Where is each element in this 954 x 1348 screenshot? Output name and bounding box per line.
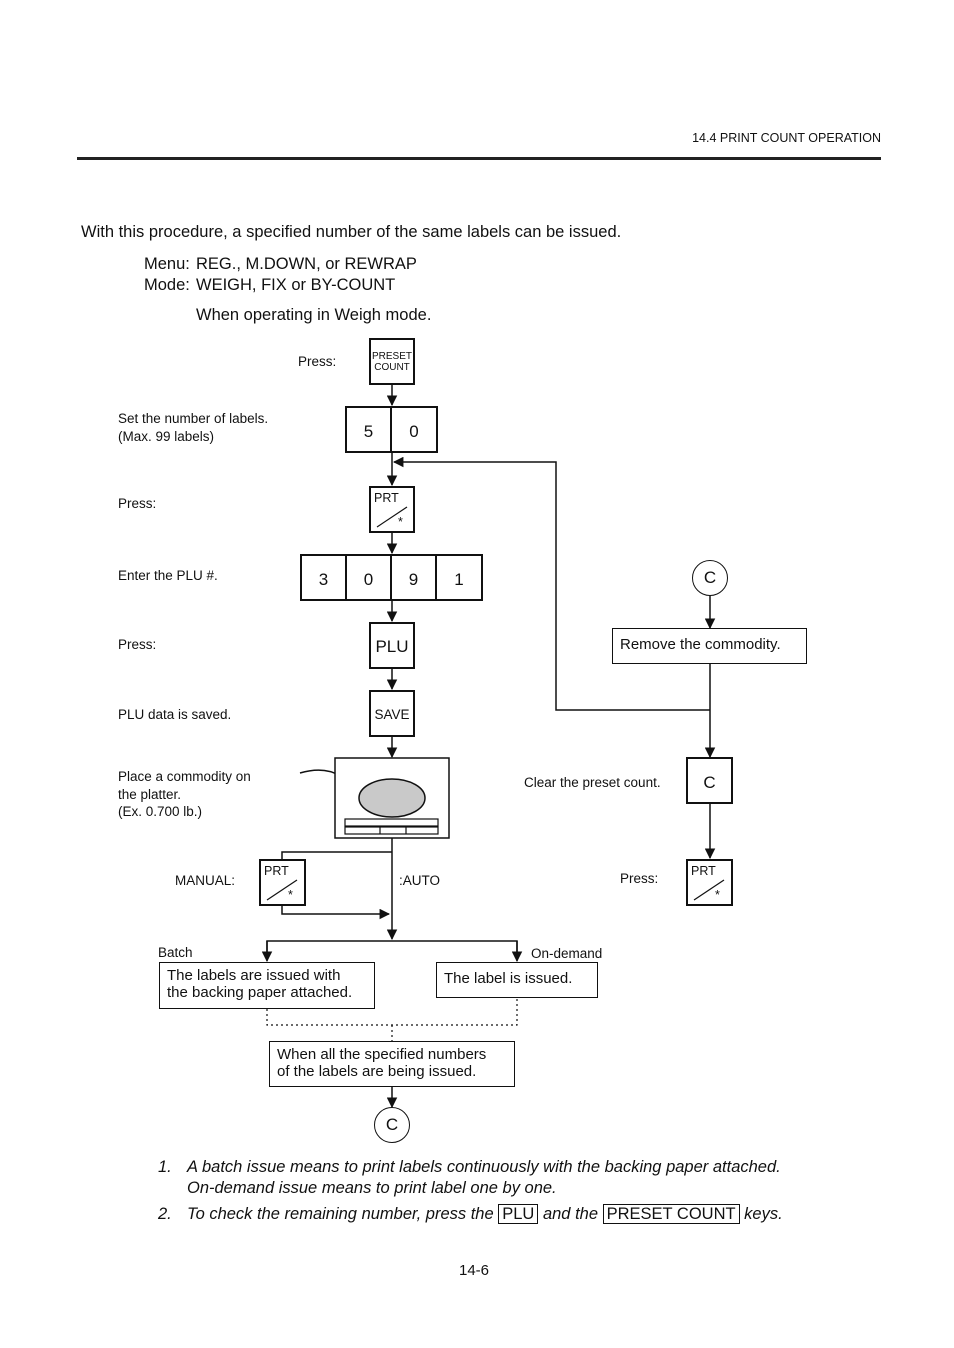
mode-value: WEIGH, FIX or BY-COUNT — [196, 276, 396, 294]
ondemand-label: On-demand — [531, 946, 603, 961]
batch-box-line1: The labels are issued with — [167, 967, 341, 984]
commodity-ellipse — [358, 778, 426, 818]
preset-key-line1: PRESET — [371, 351, 412, 362]
scale-icon — [334, 757, 450, 839]
remove-commodity-box: Remove the commodity. — [612, 628, 807, 664]
count-digit-key: 5 — [345, 406, 392, 453]
plu-digit-2: 0 — [363, 570, 374, 589]
loop-back-arrow — [392, 456, 710, 711]
batch-label: Batch — [158, 945, 193, 960]
section-header: 14.4 PRINT COUNT OPERATION — [692, 131, 881, 145]
prt-key-label: PRT — [374, 491, 399, 505]
final-box: When all the specified numbers of the la… — [269, 1041, 515, 1087]
note-2-number: 2. — [158, 1205, 172, 1223]
batch-box: The labels are issued with the backing p… — [159, 962, 375, 1009]
press-prt-right-label: Press: — [620, 871, 659, 886]
preset-key-line2: COUNT — [374, 362, 410, 373]
menu-line: Menu: REG., M.DOWN, or REWRAP — [144, 255, 417, 274]
intro-text: With this procedure, a specified number … — [81, 223, 622, 241]
step-press-preset: Press: — [298, 354, 337, 369]
prt-key: PRT * — [369, 486, 415, 533]
count-digit-key: 0 — [390, 406, 438, 453]
right-prt-label: PRT — [691, 864, 716, 878]
plu-key-label: PLU — [375, 637, 409, 656]
connector-c-bottom: C — [374, 1107, 410, 1143]
step-place-commodity: Place a commodity on the platter. (Ex. 0… — [118, 768, 251, 821]
inline-plu-key: PLU — [498, 1204, 539, 1224]
menu-label: Menu: — [144, 255, 190, 273]
step-set-labels: Set the number of labels. (Max. 99 label… — [118, 410, 268, 445]
prt-slash-icon — [266, 879, 298, 901]
remove-commodity-text: Remove the commodity. — [620, 636, 781, 653]
line-to-manual — [281, 851, 392, 859]
branch-line — [266, 940, 518, 960]
step-press-plu: Press: — [118, 637, 157, 652]
note-2-pre: To check the remaining number, press the — [187, 1205, 494, 1223]
menu-value: REG., M.DOWN, or REWRAP — [196, 255, 417, 273]
save-key-label: SAVE — [374, 707, 410, 722]
manual-prt-key: PRT * — [259, 859, 306, 906]
clear-key: C — [686, 757, 733, 804]
plu-digit-key: 3 — [300, 554, 347, 601]
plu-digit-key: 9 — [390, 554, 437, 601]
arrow-manual-return — [281, 906, 391, 920]
note-1: 1. A batch issue means to print labels co… — [158, 1158, 781, 1177]
place-line2: the platter. — [118, 786, 182, 802]
weigh-mode-note: When operating in Weigh mode. — [196, 306, 432, 324]
manual-label: MANUAL: — [175, 873, 236, 888]
count-digit-2: 0 — [409, 422, 419, 441]
mode-label: Mode: — [144, 276, 190, 294]
plu-digit-key: 0 — [345, 554, 392, 601]
plu-digit-1: 3 — [318, 570, 329, 589]
manual-prt-star: * — [288, 888, 293, 902]
plu-key: PLU — [369, 622, 415, 669]
place-line1: Place a commodity on — [118, 769, 251, 784]
prt-slash-icon — [376, 506, 408, 528]
step-press-prt: Press: — [118, 496, 157, 511]
count-digit-1: 5 — [363, 422, 374, 441]
ondemand-box: The label is issued. — [436, 962, 598, 998]
note-1-line1: A batch issue means to print labels cont… — [187, 1158, 781, 1176]
right-prt-key: PRT * — [686, 859, 733, 906]
note-2-mid: and the — [542, 1205, 599, 1223]
right-prt-star: * — [715, 888, 720, 902]
prt-slash-icon — [693, 879, 725, 901]
mode-line: Mode: WEIGH, FIX or BY-COUNT — [144, 276, 395, 295]
prt-key-star: * — [398, 515, 403, 529]
dotted-merge-lines — [266, 998, 518, 1041]
header-rule — [77, 157, 881, 160]
note-2-post: keys. — [744, 1205, 783, 1223]
ondemand-box-text: The label is issued. — [444, 970, 573, 987]
inline-preset-count-key: PRESET COUNT — [602, 1204, 740, 1224]
place-line3: (Ex. 0.700 lb.) — [118, 804, 203, 819]
clear-key-label: C — [703, 773, 716, 792]
final-box-line2: of the labels are being issued. — [277, 1062, 477, 1080]
preset-count-key: PRESET COUNT — [369, 338, 415, 385]
step-plu-saved: PLU data is saved. — [118, 707, 232, 722]
step-set-line1: Set the number of labels. — [118, 411, 269, 426]
batch-box-line2: the backing paper attached. — [167, 983, 353, 1001]
final-box-line1: When all the specified numbers — [277, 1046, 487, 1063]
plu-digit-key: 1 — [435, 554, 483, 601]
connector-c-top: C — [692, 560, 728, 596]
note-2: 2. To check the remaining number, press t… — [158, 1204, 783, 1224]
plu-digit-3: 9 — [408, 570, 419, 589]
plu-digit-4: 1 — [454, 570, 464, 589]
page-number: 14-6 — [459, 1262, 490, 1279]
manual-prt-label: PRT — [264, 864, 289, 878]
clear-preset-label: Clear the preset count. — [524, 775, 661, 790]
note-1-number: 1. — [158, 1158, 172, 1176]
step-set-line2: (Max. 99 labels) — [118, 428, 215, 444]
save-key: SAVE — [369, 690, 415, 737]
note-1-line2: On-demand issue means to print label one… — [187, 1179, 557, 1197]
auto-label: :AUTO — [399, 873, 441, 888]
step-enter-plu: Enter the PLU #. — [118, 568, 218, 583]
